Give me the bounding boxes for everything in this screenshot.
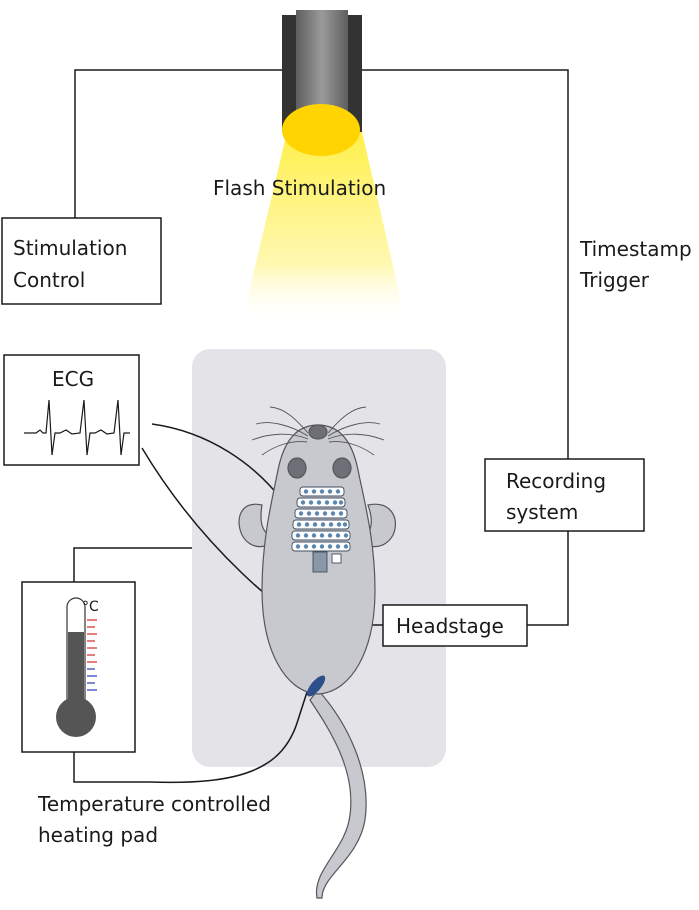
reference-pad — [331, 553, 342, 564]
headstage-box — [382, 604, 528, 647]
stimulation-control-label-line2: Control — [13, 268, 85, 292]
celsius-label: °C — [82, 599, 99, 615]
headstage-label: Headstage — [396, 614, 504, 638]
thermometer-icon — [56, 597, 97, 737]
mouse-left-ear — [287, 457, 307, 479]
ecg-trace — [24, 399, 130, 456]
flash-stimulation-label: Flash Stimulation — [213, 176, 386, 200]
heating-pad-label-line1: Temperature controlled — [37, 792, 271, 816]
heating-pad-label-line2: heating pad — [38, 823, 158, 847]
stimulation-control-label-line1: Stimulation — [13, 236, 127, 260]
timestamp-trigger-label-line2: Trigger — [579, 268, 650, 292]
mouse-nose — [308, 424, 328, 440]
mouse-whiskers — [251, 406, 385, 456]
electrode-array — [291, 486, 351, 573]
mouse-right-ear — [332, 457, 352, 479]
temperature-probe — [306, 675, 326, 697]
recording-system-label-line1: Recording — [506, 469, 606, 493]
recording-system-box — [484, 458, 645, 532]
timestamp-trigger-label-line1: Timestamp — [579, 237, 692, 261]
stimulation-control-box — [1, 217, 162, 305]
ecg-label: ECG — [52, 367, 94, 391]
electrode-connector — [312, 551, 328, 573]
flash-lamp-icon — [282, 10, 362, 156]
light-beam — [242, 132, 406, 322]
recording-system-label-line2: system — [506, 500, 578, 524]
mouse-tail — [309, 689, 367, 899]
